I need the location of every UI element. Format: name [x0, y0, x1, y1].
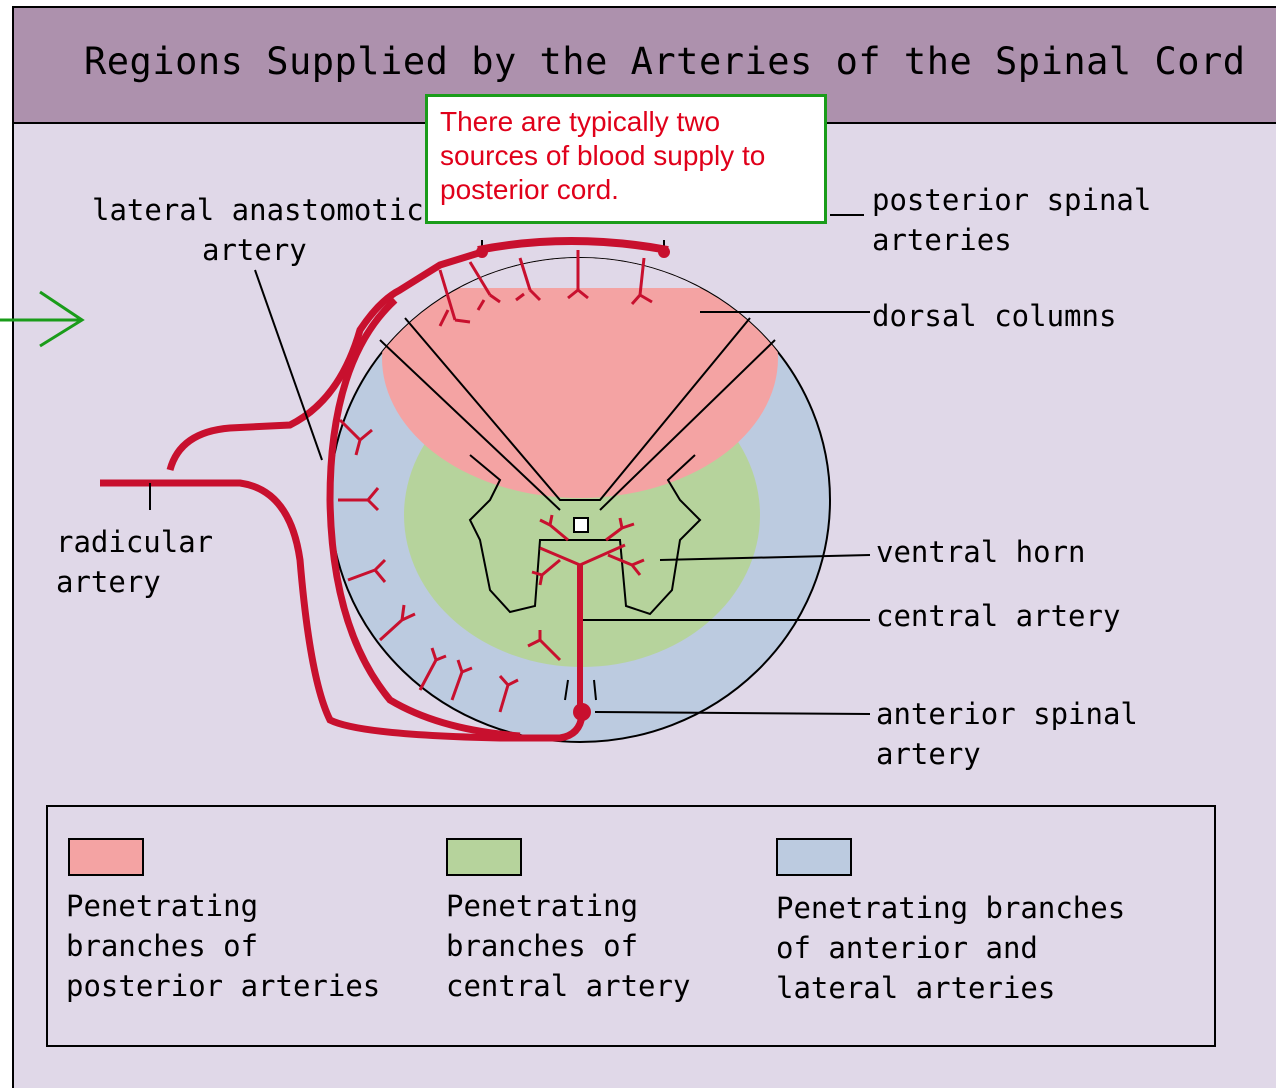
label-line: radicular: [56, 522, 213, 562]
legend-line: posterior arteries: [66, 966, 380, 1006]
label-lateral-anastomotic: lateral anastomotic artery: [92, 190, 424, 270]
label-dorsal-columns: dorsal columns: [872, 296, 1116, 336]
legend-item-central: Penetrating branches of central artery: [446, 886, 690, 1006]
legend-item-lateral: Penetrating branches of anterior and lat…: [776, 888, 1125, 1008]
label-line: posterior spinal: [872, 180, 1151, 220]
label-ventral-horn: ventral horn: [876, 532, 1086, 572]
legend-line: branches of: [66, 926, 380, 966]
central-canal: [574, 518, 588, 532]
posterior-spinal-arteries: [478, 241, 668, 250]
legend-line: central artery: [446, 966, 690, 1006]
legend-item-posterior: Penetrating branches of posterior arteri…: [66, 886, 380, 1006]
callout-line: sources of blood supply to: [440, 139, 814, 173]
legend-line: Penetrating: [66, 886, 380, 926]
label-line: arteries: [872, 220, 1151, 260]
callout-line: posterior cord.: [440, 173, 814, 207]
legend-swatch-lateral: [776, 838, 852, 876]
callout-line: There are typically two: [440, 105, 814, 139]
label-line: artery: [92, 230, 424, 270]
label-line: lateral anastomotic: [92, 190, 424, 230]
label-anterior-spinal: anterior spinal artery: [876, 694, 1138, 774]
callout-note: There are typically two sources of blood…: [425, 94, 827, 224]
label-line: artery: [56, 562, 213, 602]
label-radicular: radicular artery: [56, 522, 213, 602]
legend-line: lateral arteries: [776, 968, 1125, 1008]
annotation-arrow: [0, 292, 82, 346]
legend-swatch-central: [446, 838, 522, 876]
legend-line: branches of: [446, 926, 690, 966]
anterior-spinal-artery-vessel: [573, 703, 591, 721]
legend-line: Penetrating branches: [776, 888, 1125, 928]
label-posterior-spinal: posterior spinal arteries: [872, 180, 1151, 260]
legend-swatch-posterior: [68, 838, 144, 876]
label-line: anterior spinal: [876, 694, 1138, 734]
legend-line: Penetrating: [446, 886, 690, 926]
legend-line: of anterior and: [776, 928, 1125, 968]
label-central-artery: central artery: [876, 596, 1120, 636]
label-line: artery: [876, 734, 1138, 774]
